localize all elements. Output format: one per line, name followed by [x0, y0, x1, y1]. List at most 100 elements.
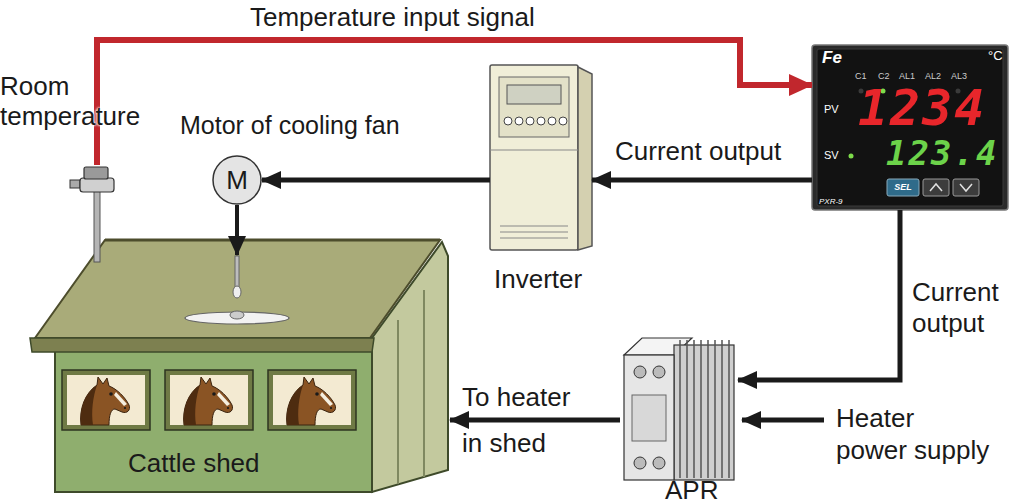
apr-relay-body — [624, 338, 734, 480]
shed-label: Cattle shed — [128, 449, 260, 479]
signal-label: Temperature input signal — [250, 3, 535, 33]
fan-motor: Motor of cooling fanM — [212, 155, 262, 205]
shed-side-wall — [372, 242, 448, 492]
brand-logo: Fe — [822, 48, 842, 68]
temperature-sensor — [70, 180, 80, 188]
output-arrow — [738, 210, 900, 380]
power-supply-arrow — [742, 420, 824, 421]
cooling-fan — [230, 311, 244, 319]
indicator-label: C2 — [878, 71, 890, 81]
indicator-label: AL2 — [925, 71, 941, 81]
inverter-body — [504, 117, 512, 125]
apr-relay-body — [700, 340, 702, 478]
apr-relay: APR — [620, 330, 738, 470]
sv-label: SV — [824, 149, 839, 162]
apr-relay-body — [632, 395, 666, 441]
shed-side-wall — [397, 320, 399, 484]
inverter-body — [537, 117, 545, 125]
apr-relay-body — [693, 340, 695, 478]
sensor-label: Room temperature — [0, 71, 150, 131]
inverter-body — [500, 232, 568, 233]
shed-window — [268, 370, 356, 430]
button-label: SEL — [887, 179, 919, 196]
temperature-sensor — [94, 190, 100, 262]
shed-front-wall — [55, 350, 372, 492]
drive-arrow — [262, 178, 490, 183]
apr-label: APR — [665, 476, 718, 504]
shed-window — [62, 370, 356, 430]
sv-display: 123.4 — [886, 136, 998, 170]
shed-roof — [105, 239, 440, 242]
controller-button — [930, 184, 942, 191]
inverter-body — [559, 117, 567, 125]
apr-relay-body — [721, 340, 723, 478]
apr-relay-body — [634, 366, 646, 378]
controller-button — [887, 179, 979, 196]
temperature-sensor — [84, 167, 108, 179]
shed-window — [62, 370, 150, 430]
controller-body — [812, 45, 1008, 210]
shed-eave — [30, 338, 374, 352]
pv-label: PV — [824, 103, 839, 116]
inverter-body — [548, 117, 556, 125]
indicator-label: C1 — [855, 71, 867, 81]
apr-relay-body — [634, 457, 646, 469]
apr-relay-body — [686, 340, 688, 478]
inverter-body — [490, 65, 592, 250]
apr-relay-body — [674, 345, 734, 480]
inverter: Inverter — [490, 65, 592, 250]
inverter-body — [500, 238, 568, 239]
inverter-label: Inverter — [494, 265, 582, 295]
output-label: Current output — [912, 277, 1013, 339]
cooling-fan — [235, 256, 239, 288]
temperature-sensor — [80, 178, 114, 192]
supply-label: Heater power supply — [836, 402, 991, 466]
inverter-body — [507, 85, 561, 104]
controller-button — [953, 179, 979, 196]
model-label: PXR-9 — [819, 197, 843, 206]
heater-label: To heater in shed — [462, 374, 587, 466]
shed-window — [67, 375, 145, 425]
motor-label: Motor of cooling fan — [180, 111, 400, 140]
controller-button — [960, 184, 972, 191]
temperature-sensor — [70, 167, 114, 262]
controller-body — [849, 154, 854, 159]
apr-relay-body — [707, 340, 709, 478]
apr-relay-body — [624, 355, 674, 480]
fan-arrow — [235, 205, 239, 255]
motor-symbol: M — [212, 155, 262, 205]
inverter-body — [526, 117, 534, 125]
inverter-body — [500, 226, 568, 227]
cooling-fan — [185, 312, 289, 324]
shed-window — [273, 375, 351, 425]
controller-button — [887, 179, 919, 196]
temperature-sensor: Room temperature — [76, 165, 118, 262]
power-supply-arrow — [742, 418, 824, 423]
heater-arrow — [450, 418, 620, 423]
controller-button — [923, 179, 949, 196]
apr-relay-body — [728, 340, 730, 478]
indicator-label: AL3 — [951, 71, 967, 81]
inverter-body — [578, 67, 592, 250]
apr-relay-body — [653, 366, 665, 378]
shed-eave — [30, 338, 374, 352]
unit-label: °C — [988, 49, 1003, 64]
inverter-body — [490, 65, 578, 250]
inverter-body — [515, 117, 523, 125]
cooling-fan — [185, 256, 289, 324]
cooling-fan — [233, 286, 241, 298]
temperature-controller: Fe°CC1C2AL1AL2AL3PV1234SV123.4SELPXR-9 — [812, 45, 1008, 210]
controller-body — [817, 49, 1003, 206]
shed-window — [170, 375, 248, 425]
shed-side-wall — [423, 290, 425, 477]
pv-display: 1234 — [858, 83, 986, 133]
motor-circle — [213, 156, 261, 204]
cattle-shed: Cattle shed — [30, 255, 450, 494]
inverter-body — [499, 77, 569, 137]
apr-relay-body — [714, 340, 716, 478]
shed-front-wall — [55, 350, 372, 492]
shed-window — [165, 370, 253, 430]
output-label: Current output — [615, 137, 781, 167]
apr-relay-body — [653, 457, 665, 469]
